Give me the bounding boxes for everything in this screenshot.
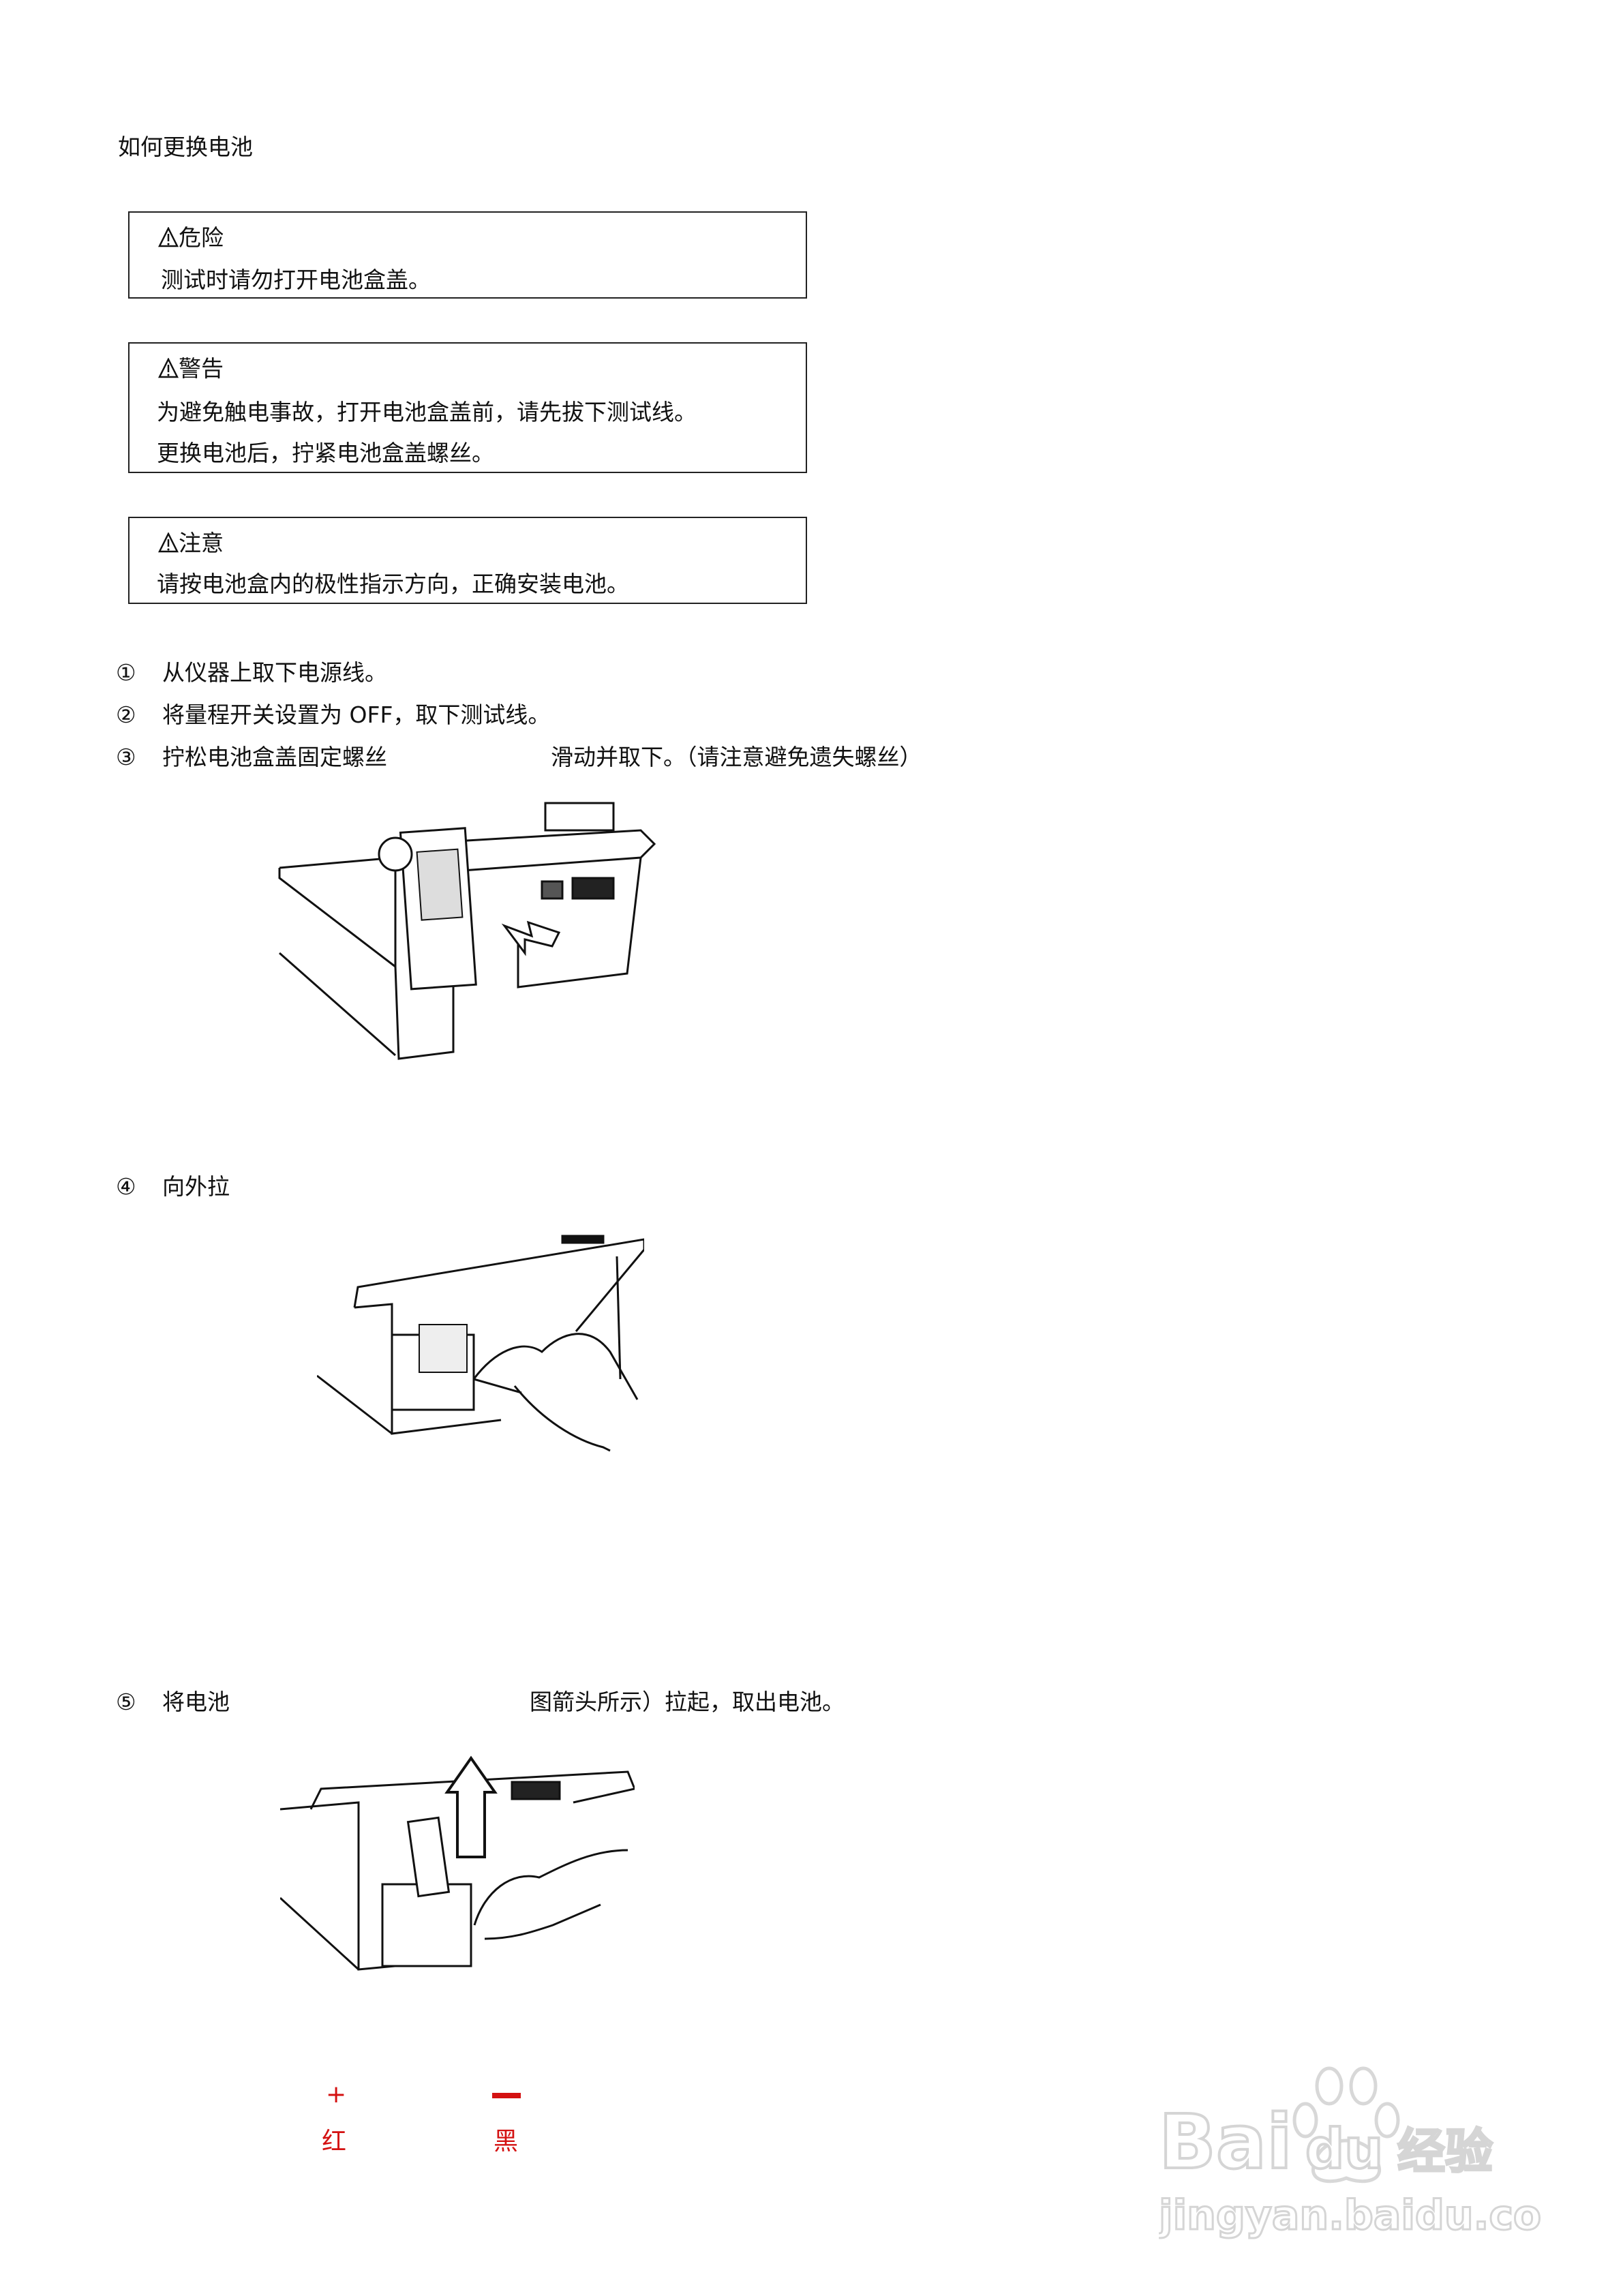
notice-text: 请按电池盒内的极性指示方向，正确安装电池。 [157,571,629,597]
step-1: ① 从仪器上取下电源线。 [116,654,387,687]
step-text: 拧松电池盒盖固定螺丝 [162,744,387,770]
notice-heading: 危险 [179,224,224,251]
warning-notice: 警告 为避免触电事故，打开电池盒盖前，请先拔下测试线。 更换电池后，拧紧电池盒盖… [128,342,807,473]
black-label: 黑 [494,2128,519,2156]
svg-text:jingyan.baidu.com: jingyan.baidu.com [1159,2192,1541,2239]
step-text: 将量程开关设置为 OFF，取下测试线。 [162,701,551,728]
svg-text:Bai: Bai [1159,2098,1292,2186]
plus-sign: + [326,2081,347,2109]
red-label: 红 [322,2128,347,2156]
minus-sign [492,2093,521,2098]
notice-text: 更换电池后，拧紧电池盒盖螺丝。 [157,440,494,466]
step-3: ③ 拧松电池盒盖固定螺丝 滑动并取下。（请注意避免遗失螺丝） [116,739,922,772]
svg-text:经验: 经验 [1397,2124,1493,2179]
step-number: ② [116,701,136,728]
svg-text:du: du [1305,2117,1383,2181]
warning-triangle-icon [158,358,179,378]
step-5: ⑤ 将电池 图箭头所示）拉起，取出电池。 [116,1684,845,1717]
baidu-jingyan-watermark: Bai du 经验 jingyan.baidu.com [1157,2066,1585,2256]
step-text: 将电池 [162,1689,230,1715]
notice-heading: 警告 [179,355,224,382]
step-4: ④ 向外拉 [116,1168,230,1201]
step-2: ② 将量程开关设置为 OFF，取下测试线。 [116,697,550,729]
battery-cover-removal-illustration [278,802,656,1060]
step-text: 从仪器上取下电源线。 [162,659,387,686]
step-text: 向外拉 [162,1173,230,1200]
step-number: ⑤ [116,1689,136,1715]
step-text: 图箭头所示）拉起，取出电池。 [530,1689,845,1715]
danger-notice: 危险 测试时请勿打开电池盒盖。 [128,211,807,299]
notice-heading: 注意 [179,530,224,556]
step-number: ④ [116,1173,136,1200]
step-number: ① [116,659,136,686]
baidu-paw-logo: Bai du 经验 jingyan.baidu.com [1157,2066,1585,2241]
remove-battery-illustration [280,1755,635,1971]
step-text: 滑动并取下。（请注意避免遗失螺丝） [551,744,922,770]
notice-text: 为避免触电事故，打开电池盒盖前，请先拔下测试线。 [157,399,697,425]
notice-text: 测试时请勿打开电池盒盖。 [161,267,431,293]
caution-notice: 注意 请按电池盒内的极性指示方向，正确安装电池。 [128,517,807,604]
pull-battery-holder-illustration [317,1235,644,1452]
warning-triangle-icon [158,227,179,247]
warning-triangle-icon [158,532,179,553]
step-number: ③ [116,744,136,770]
page-title: 如何更换电池 [118,134,253,160]
